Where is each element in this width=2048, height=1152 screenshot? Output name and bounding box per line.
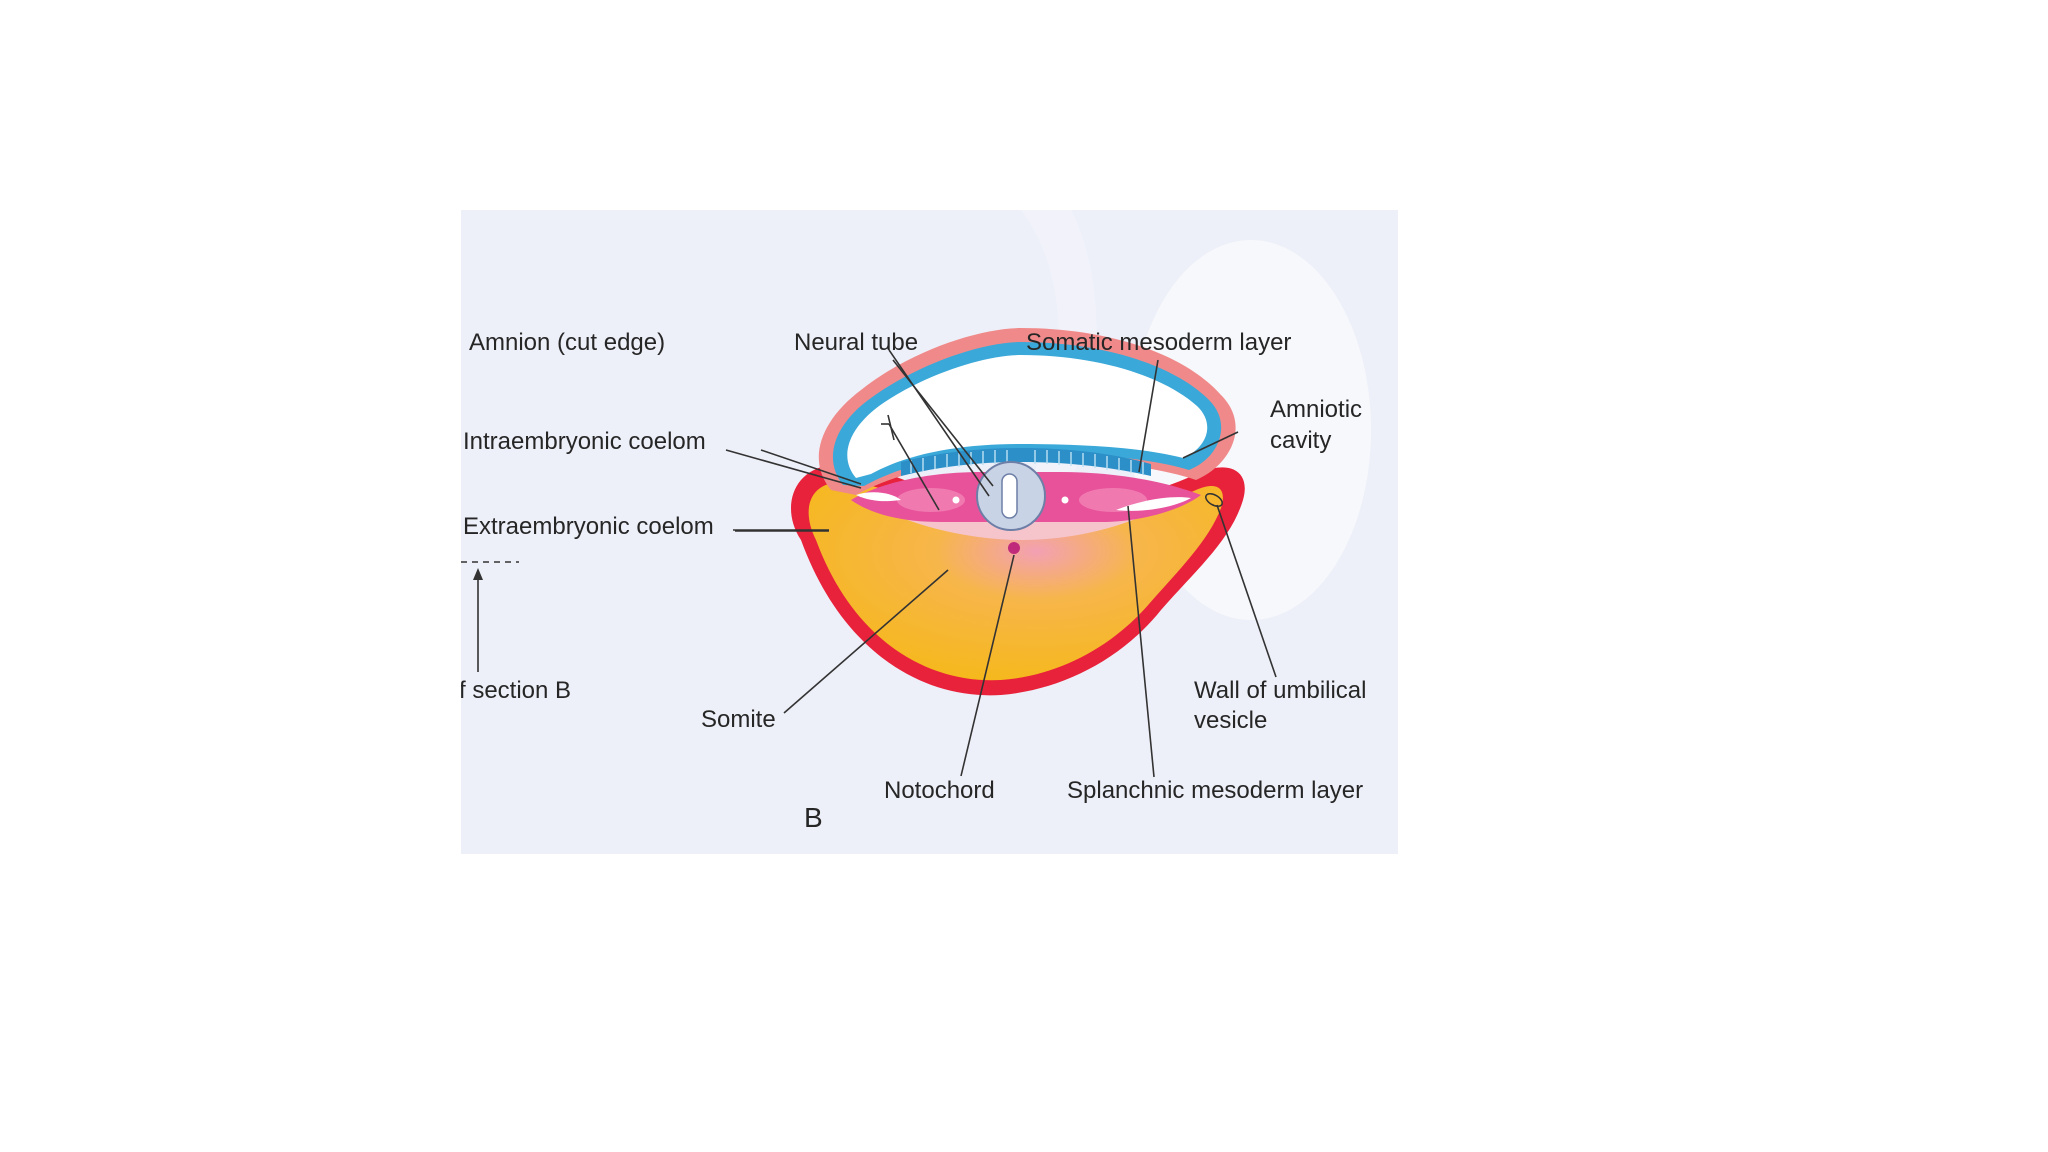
label-wall-of-umbilical-line1: Wall of umbilical (1194, 677, 1367, 704)
neural-ectoderm (901, 448, 1151, 476)
label-level-of-section: f section B (461, 677, 572, 704)
leader-line-somatic-mesoderm (1138, 359, 1159, 473)
neural-canal (1001, 473, 1018, 519)
intraembryonic-coelom-right (1116, 497, 1191, 511)
leader-line-intraembryonic-coelom (760, 449, 862, 485)
leader-line-umbilical-wall (1216, 504, 1277, 678)
leader-neural-tube (888, 349, 990, 497)
leader-lines (725, 347, 990, 531)
endoderm-lining (881, 495, 1161, 540)
embryo-cross-section-figure: Amnion (cut edge) Intraembryonic coelom … (461, 210, 1398, 854)
somite-left-dot (952, 496, 960, 504)
umbilical-wall-marker (1205, 493, 1223, 507)
section-arrow-head (473, 568, 483, 580)
label-somite: Somite (701, 706, 776, 733)
label-intraembryonic-coelom: Intraembryonic coelom (463, 428, 706, 455)
leader-line-neural-tube (892, 359, 994, 487)
notochord-dot (1008, 542, 1020, 554)
label-notochord: Notochord (884, 777, 995, 804)
panel-letter: B (804, 802, 823, 833)
umbilical-vesicle-yolk (808, 481, 1223, 681)
somite-right-dot (1061, 496, 1069, 504)
amniotic-cavity (847, 355, 1208, 478)
leader-line-splanchnic-mesoderm (1127, 505, 1155, 778)
leader-line-amniotic-cavity (1182, 431, 1239, 459)
embryo-diagram-svg (461, 210, 1371, 778)
label-splanchnic-mesoderm-layer: Splanchnic mesoderm layer (1067, 777, 1364, 804)
leader-amnion-cut (887, 414, 895, 441)
label-amniotic-cavity-line1: Amniotic (1270, 396, 1363, 423)
leader-lines-main (461, 359, 1277, 778)
leader-intraembryonic-coelom-2 (888, 423, 940, 511)
label-neural-tube: Neural tube (794, 329, 919, 356)
label-somatic-mesoderm-layer: Somatic mesoderm layer (1026, 329, 1292, 356)
somite-left-tissue (897, 488, 965, 512)
label-amnion-cut-edge: Amnion (cut edge) (469, 329, 666, 356)
label-amniotic-cavity-line2: cavity (1270, 427, 1332, 454)
leader-line-somite (783, 569, 949, 714)
leader-intraembryonic-coelom (725, 449, 862, 489)
label-wall-of-umbilical-line2: vesicle (1194, 707, 1268, 734)
label-extraembryonic-coelom: Extraembryonic coelom (463, 513, 714, 540)
leader-line-notochord (960, 554, 1015, 777)
intraembryonic-coelom-left (856, 492, 901, 502)
